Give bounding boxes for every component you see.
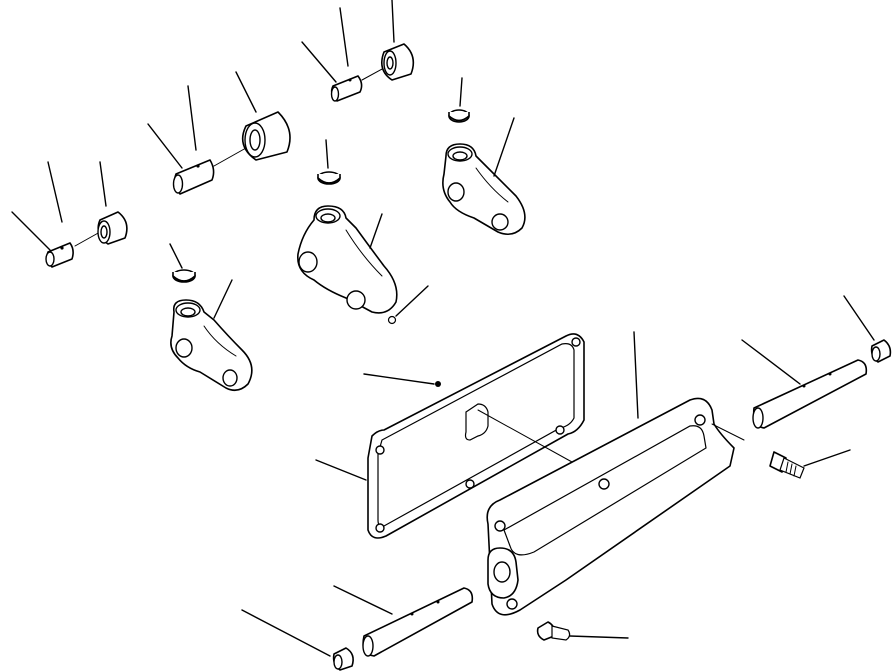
bolt-right — [769, 451, 805, 479]
cap-center — [317, 171, 341, 185]
pin-top — [330, 67, 385, 102]
bushing-small-left — [97, 211, 128, 245]
leader-lines — [11, 0, 875, 657]
ball — [387, 315, 397, 325]
bushing-mid — [241, 111, 291, 161]
rocker-shaft-right — [752, 359, 868, 429]
rocker-arm-center — [297, 205, 398, 314]
cap-right — [448, 109, 470, 123]
pin-mid — [172, 147, 247, 195]
gasket — [367, 333, 585, 539]
cap-left — [172, 269, 196, 283]
rocker-arm-right — [442, 143, 526, 236]
pin-small-left — [45, 231, 101, 268]
bolt-bottom — [536, 621, 571, 641]
cover — [486, 397, 745, 616]
bushing-top — [381, 43, 415, 81]
plug-bottom — [332, 647, 354, 671]
rocker-shaft-bottom — [362, 587, 474, 657]
rocker-arm-left — [170, 299, 253, 392]
plug-right — [870, 339, 892, 363]
